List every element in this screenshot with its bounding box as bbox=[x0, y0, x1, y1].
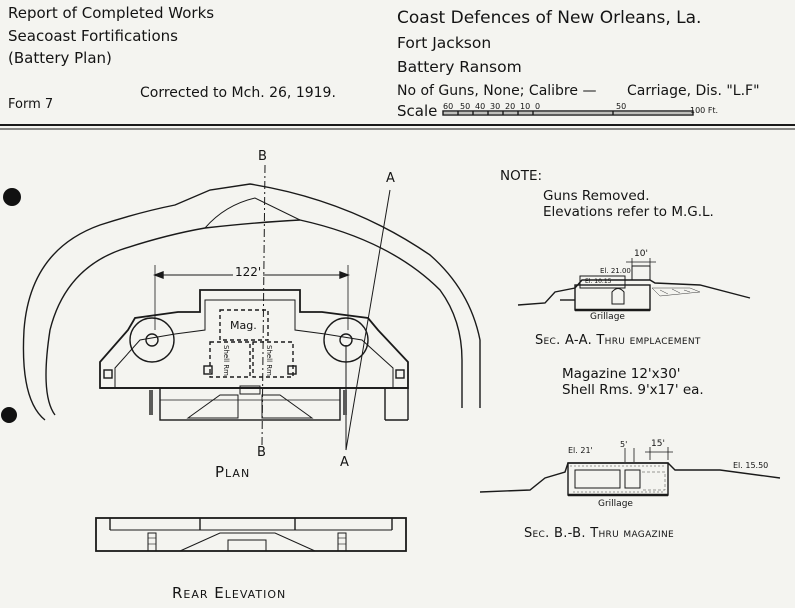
section-a-dim: 10' bbox=[634, 249, 648, 259]
section-line-b bbox=[261, 164, 266, 446]
section-a-drawing bbox=[517, 258, 751, 312]
binder-hole-top bbox=[3, 188, 21, 206]
section-b-drawing bbox=[479, 447, 781, 497]
section-a-el2: El. 10.15 bbox=[585, 278, 612, 285]
shell-room-2-label: Shell Rm. bbox=[265, 345, 273, 379]
section-b-dim-small: 5' bbox=[620, 440, 628, 449]
scale-label: Scale bbox=[397, 102, 438, 120]
scale-tick-60: 60 bbox=[443, 102, 454, 111]
scale-tick-100: 100 Ft. bbox=[690, 106, 719, 115]
rear-elevation-caption: Rear Elevation bbox=[172, 584, 287, 602]
binder-hole-bottom bbox=[1, 407, 17, 423]
report-title-line1: Report of Completed Works bbox=[8, 4, 215, 22]
report-title-line2: Seacoast Fortifications bbox=[8, 27, 178, 45]
emplacement-outline bbox=[99, 289, 409, 389]
rear-elevation-drawing bbox=[95, 517, 407, 552]
section-b-top-label: B bbox=[258, 149, 268, 164]
section-a-grillage: Grillage bbox=[590, 312, 625, 322]
note-line-2: Elevations refer to M.G.L. bbox=[543, 204, 714, 220]
scale-tick-20: 20 bbox=[505, 102, 516, 111]
shell-room-size: Shell Rms. 9'x17' ea. bbox=[562, 382, 704, 398]
parapet-outer bbox=[22, 183, 481, 421]
battery-name: Battery Ransom bbox=[397, 58, 522, 76]
section-a-bottom-label: A bbox=[340, 455, 350, 470]
coast-defences-title: Coast Defences of New Orleans, La. bbox=[397, 8, 702, 28]
scale-tick-50: 50 bbox=[460, 102, 471, 111]
scale-tick-30: 30 bbox=[490, 102, 501, 111]
plan-caption: Plan bbox=[215, 463, 251, 481]
section-a-el1: El. 21.00 bbox=[600, 267, 631, 275]
magazine-size: Magazine 12'x30' bbox=[562, 366, 681, 382]
note-heading: NOTE: bbox=[500, 168, 543, 184]
scale-tick-50b: 50 bbox=[616, 102, 627, 111]
shell-room-2 bbox=[252, 341, 294, 378]
scale-tick-0: 0 bbox=[535, 102, 541, 111]
dimension-122-label: 122' bbox=[233, 265, 264, 279]
magazine-label: Mag. bbox=[230, 319, 257, 332]
section-b-grillage: Grillage bbox=[598, 499, 633, 509]
section-b-el-right: El. 15.50 bbox=[733, 461, 769, 470]
section-b-caption: Sec. B.-B. Thru magazine bbox=[524, 526, 674, 541]
section-a-caption: Sec. A-A. Thru emplacement bbox=[535, 333, 701, 348]
fort-name: Fort Jackson bbox=[397, 34, 492, 52]
scale-tick-40: 40 bbox=[475, 102, 486, 111]
magazine-room bbox=[219, 309, 269, 341]
shell-room-1 bbox=[209, 341, 251, 378]
shell-room-1-label: Shell Rm. bbox=[222, 345, 230, 379]
form-number: Form 7 bbox=[8, 97, 54, 112]
corrected-date: Corrected to Mch. 26, 1919. bbox=[140, 85, 336, 101]
report-title-line3: (Battery Plan) bbox=[8, 49, 112, 67]
gun-pit-left bbox=[129, 317, 175, 363]
section-b-el-left: El. 21' bbox=[568, 446, 593, 455]
section-a-top-label: A bbox=[386, 171, 396, 186]
scale-bar bbox=[442, 110, 694, 116]
section-b-bottom-label: B bbox=[257, 445, 267, 460]
scale-tick-10: 10 bbox=[520, 102, 531, 111]
note-line-1: Guns Removed. bbox=[543, 188, 650, 204]
section-b-dim: 15' bbox=[651, 439, 665, 449]
section-line-a bbox=[345, 189, 391, 451]
guns-calibre: No of Guns, None; Calibre — bbox=[397, 83, 597, 99]
carriage: Carriage, Dis. "L.F" bbox=[627, 83, 760, 99]
